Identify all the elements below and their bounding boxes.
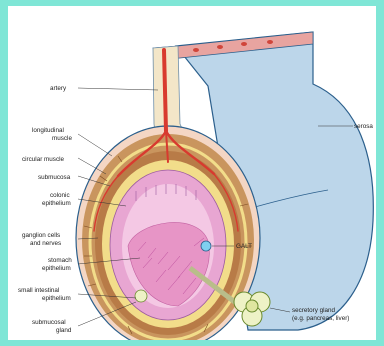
submucosal-gland-shape xyxy=(135,290,147,302)
label-longitudinal-muscle-1: longitudinal xyxy=(32,127,64,134)
label-ganglion-2: and nerves xyxy=(30,240,61,247)
label-submucosa: submucosa xyxy=(38,174,71,181)
label-serosa: serosa xyxy=(354,123,373,130)
label-secretory-gland-2: (e.g. pancreas, liver) xyxy=(292,315,349,322)
label-stomach-2: epithelium xyxy=(42,265,71,272)
gut-wall-diagram: artery longitudinal muscle circular musc… xyxy=(8,6,376,340)
label-submucosal-gland-2: gland xyxy=(56,327,72,334)
label-ganglion-1: ganglion cells xyxy=(22,232,60,239)
galt-node xyxy=(201,241,211,251)
label-artery: artery xyxy=(50,85,67,92)
vessel-dot xyxy=(241,42,247,46)
label-circular-muscle: circular muscle xyxy=(22,156,64,163)
label-colonic-epithelium-1: colonic xyxy=(50,192,70,199)
label-small-intestinal-1: small intestinal xyxy=(18,287,59,294)
label-stomach-1: stomach xyxy=(48,257,72,264)
vessel-dot xyxy=(267,40,273,44)
label-galt: GALT xyxy=(236,243,252,250)
label-longitudinal-muscle-2: muscle xyxy=(52,135,72,142)
label-colonic-epithelium-2: epithelium xyxy=(42,200,71,207)
label-secretory-gland-1: secretory gland xyxy=(292,307,336,314)
label-submucosal-gland-1: submucosal xyxy=(32,319,66,326)
vessel-dot xyxy=(193,48,199,52)
vessel-dot xyxy=(217,45,223,49)
label-small-intestinal-2: epithelium xyxy=(42,295,71,302)
